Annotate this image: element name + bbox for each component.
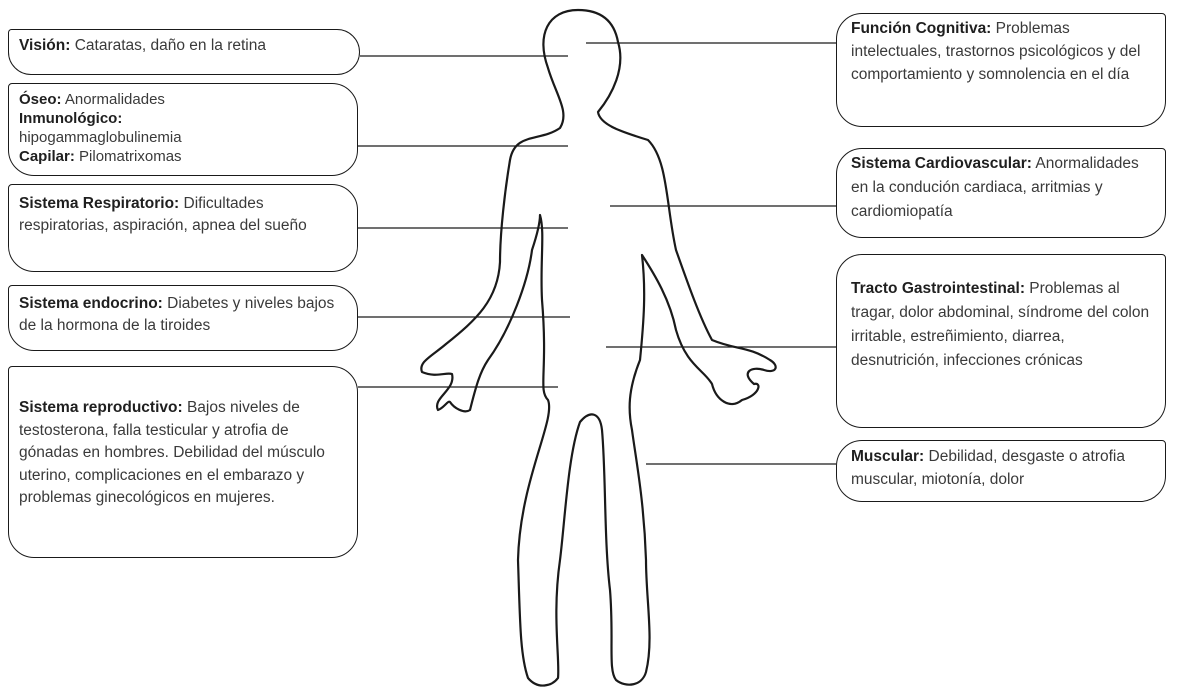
cognitiva-title: Función Cognitiva:: [851, 20, 992, 37]
capilar-text: Pilomatrixomas: [79, 148, 182, 165]
respiratorio-title: Sistema Respiratorio:: [19, 195, 180, 212]
endocrino-title: Sistema endocrino:: [19, 295, 163, 312]
respiratorio-box: Sistema Respiratorio: Dificultades respi…: [8, 184, 358, 272]
reproductivo-box: Sistema reproductivo: Bajos niveles de t…: [8, 366, 358, 558]
gastro-text: Problemas al tragar, dolor abdominal, sí…: [851, 280, 1150, 369]
cardio-title: Sistema Cardiovascular:: [851, 155, 1032, 172]
human-body-outline: [420, 8, 777, 687]
muscular-text: Debilidad, desgaste o atrofia muscular, …: [851, 448, 1125, 488]
vision-title: Visión:: [19, 37, 71, 54]
oseo-title: Óseo:: [19, 91, 62, 108]
muscular-box: Muscular: Debilidad, desgaste o atrofia …: [836, 440, 1166, 502]
cardio-text: Anormalidades en la condución cardiaca, …: [851, 155, 1139, 220]
capilar-title: Capilar:: [19, 148, 75, 165]
cardio-box: Sistema Cardiovascular: Anormalidades en…: [836, 148, 1166, 238]
vision-box: Visión: Cataratas, daño en la retina: [8, 29, 360, 75]
gastro-title: Tracto Gastrointestinal:: [851, 280, 1025, 297]
reproductivo-title: Sistema reproductivo:: [19, 399, 183, 416]
muscular-title: Muscular:: [851, 448, 925, 465]
inmunologico-title: Inmunológico:: [19, 110, 123, 127]
endocrino-text: Diabetes y niveles bajos de la hormona d…: [19, 295, 335, 334]
cognitiva-text: Problemas intelectuales, trastornos psic…: [851, 20, 1141, 83]
cognitiva-box: Función Cognitiva: Problemas intelectual…: [836, 13, 1166, 127]
reproductivo-text: Bajos niveles de testosterona, falla tes…: [19, 399, 325, 506]
multi-system-box: Óseo: Anormalidades Inmunológico: hipoga…: [8, 83, 358, 176]
oseo-text: Anormalidades: [64, 91, 165, 108]
vision-text: Cataratas, daño en la retina: [74, 37, 266, 54]
inmunologico-text: hipogammaglobulinemia: [19, 129, 182, 146]
gastro-box: Tracto Gastrointestinal: Problemas al tr…: [836, 254, 1166, 428]
respiratorio-text: Dificultades respiratorias, aspiración, …: [19, 195, 307, 234]
endocrino-box: Sistema endocrino: Diabetes y niveles ba…: [8, 285, 358, 351]
